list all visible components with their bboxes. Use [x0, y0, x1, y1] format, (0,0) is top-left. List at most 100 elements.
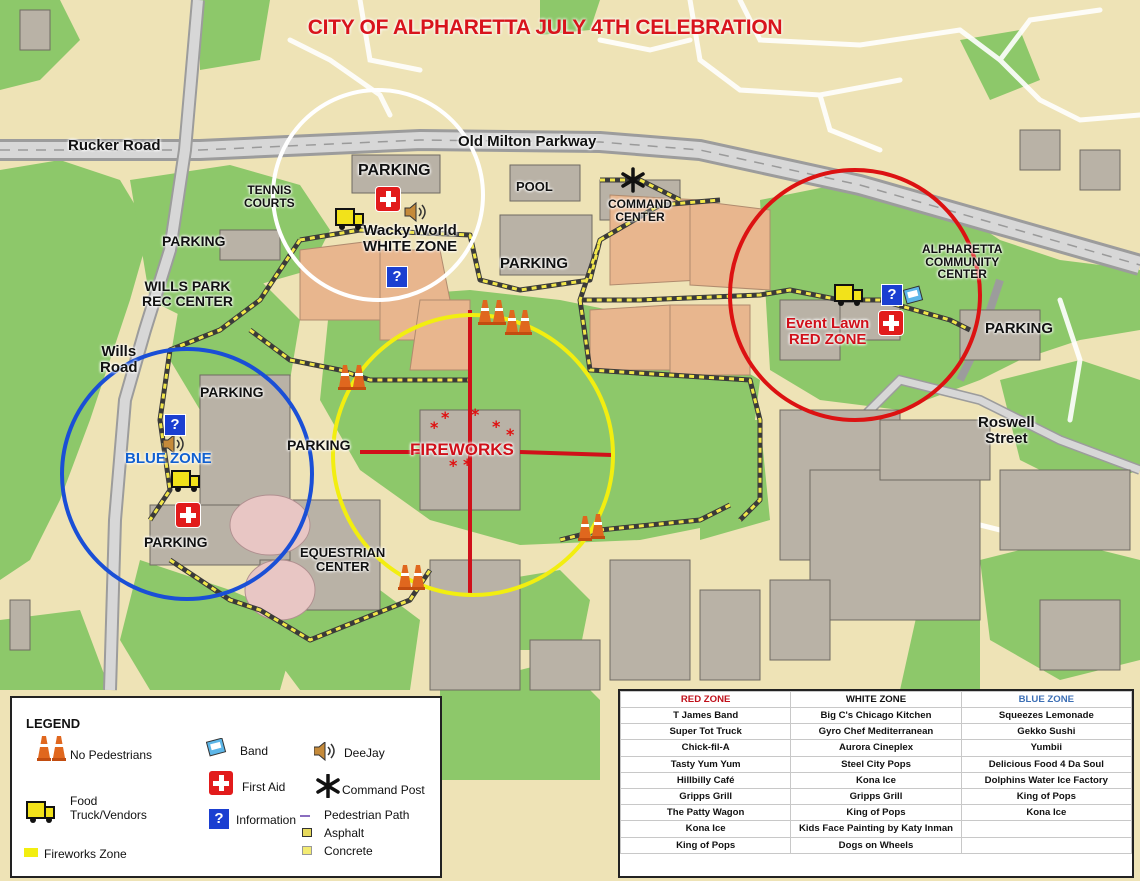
legend-pedestrian-path: Pedestrian Path — [324, 808, 410, 822]
burst-icon: * — [492, 417, 501, 436]
asterisk-icon — [316, 774, 340, 798]
ball-fields — [229, 194, 771, 621]
vendor-cell: Hillbilly Café — [619, 771, 792, 789]
map-title: CITY OF ALPHARETTA JULY 4TH CELEBRATION — [307, 16, 783, 39]
legend-information: Information — [236, 813, 297, 827]
information-icon: ? — [386, 266, 408, 288]
first-aid-icon — [375, 186, 401, 212]
first-aid-icon — [878, 310, 904, 336]
parking-label: PARKING — [985, 320, 1054, 337]
traffic-cone-icon — [338, 365, 352, 390]
vendor-cell: Gekko Sushi — [960, 723, 1133, 741]
band-icon — [902, 285, 924, 305]
pool-label: POOL — [516, 179, 553, 194]
vendor-cell: T James Band — [619, 706, 792, 725]
vendor-cell: Big C's Chicago Kitchen — [790, 706, 962, 725]
burst-icon: * — [471, 405, 480, 424]
asterisk-icon — [621, 167, 645, 193]
fireworks-bursts: * * * * * * * — [430, 405, 515, 475]
concrete-swatch — [302, 846, 312, 855]
legend-first-aid: First Aid — [242, 780, 286, 794]
legend: LEGEND No Pedestrians Band DeeJay First … — [10, 696, 442, 878]
speaker-icon — [314, 742, 335, 762]
vendor-cell: Gripps Grill — [619, 787, 792, 806]
legend-title: LEGEND — [26, 716, 81, 731]
traffic-cone-icon — [591, 514, 605, 539]
speaker-icon — [162, 433, 184, 455]
vendor-cell: Tasty Yum Yum — [619, 755, 792, 773]
red-zone-circle — [728, 168, 982, 422]
vendor-cell: Kona Ice — [790, 771, 962, 789]
white-zone-label: Wacky World WHITE ZONE — [363, 222, 458, 255]
vendor-cell: Kona Ice — [960, 804, 1133, 822]
road-label-old-milton: Old Milton Parkway — [458, 133, 597, 150]
road-label-roswell: Roswell Street — [978, 414, 1035, 447]
vendor-cell: Steel City Pops — [790, 755, 962, 773]
asphalt-swatch — [302, 828, 312, 837]
food-truck-icon — [26, 801, 55, 823]
burst-icon: * — [430, 418, 439, 437]
vendor-cell: Chick-fil-A — [619, 739, 792, 757]
band-icon — [206, 738, 227, 757]
fireworks-zone-circle — [331, 313, 615, 597]
blue-zone-label: BLUE ZONE — [125, 450, 212, 467]
legend-command-post: Command Post — [342, 783, 425, 797]
parking-label: PARKING — [500, 255, 569, 272]
fireworks-lines — [360, 310, 613, 595]
vendor-cell: Yumbii — [960, 739, 1133, 757]
parking-label: PARKING — [287, 437, 351, 453]
fireworks-zone-swatch — [24, 848, 38, 857]
food-truck-icon — [171, 470, 200, 492]
traffic-cone-icon — [492, 300, 506, 325]
traffic-cone-icon — [411, 565, 425, 590]
speaker-icon — [404, 201, 426, 223]
parking-label: PARKING — [162, 233, 226, 249]
header-blue-zone: BLUE ZONE — [960, 691, 1133, 708]
traffic-cone-icon — [398, 565, 412, 590]
legend-band: Band — [240, 744, 269, 758]
header-red-zone: RED ZONE — [619, 691, 792, 708]
vendor-cell — [960, 836, 1133, 854]
vendor-cell: Aurora Cineplex — [790, 739, 962, 757]
information-icon: ? — [881, 284, 903, 306]
traffic-cone-icon — [37, 736, 66, 761]
vendor-cell: Dogs on Wheels — [790, 836, 962, 854]
vendor-cell: Gripps Grill — [790, 787, 962, 806]
vendor-cell: Delicious Food 4 Da Soul — [960, 755, 1133, 773]
vendor-cell — [960, 820, 1133, 838]
wills-park-rec-label: WILLS PARK REC CENTER — [142, 278, 234, 309]
vendor-table: RED ZONE WHITE ZONE BLUE ZONE T James Ba… — [618, 689, 1134, 878]
vendor-cell: King of Pops — [790, 804, 962, 822]
parking-label: PARKING — [358, 162, 431, 179]
fireworks-label: FIREWORKS — [410, 440, 514, 459]
equestrian-center-label: EQUESTRIAN CENTER — [300, 545, 386, 574]
burst-icon: * — [506, 425, 515, 444]
vendor-cell: King of Pops — [960, 787, 1133, 806]
vendor-cell: Dolphins Water Ice Factory — [960, 771, 1133, 789]
burst-icon: * — [441, 408, 450, 427]
speakers — [162, 201, 426, 455]
legend-fireworks-zone: Fireworks Zone — [44, 847, 127, 861]
tennis-courts-label: TENNIS COURTS — [244, 183, 295, 210]
legend-asphalt: Asphalt — [324, 826, 365, 840]
vendor-cell: King of Pops — [619, 836, 792, 854]
first-aid-icon — [175, 502, 201, 528]
food-truck-icon — [335, 208, 364, 230]
header-white-zone: WHITE ZONE — [790, 691, 962, 708]
road-label-rucker: Rucker Road — [68, 137, 161, 154]
vendor-cell: Kona Ice — [619, 820, 792, 838]
vendor-grid: RED ZONE WHITE ZONE BLUE ZONE T James Ba… — [619, 691, 1133, 854]
legend-food: Food Truck/Vendors — [70, 794, 147, 823]
red-zone-label: Event Lawn RED ZONE — [786, 315, 870, 348]
traffic-cone-icon — [478, 300, 492, 325]
